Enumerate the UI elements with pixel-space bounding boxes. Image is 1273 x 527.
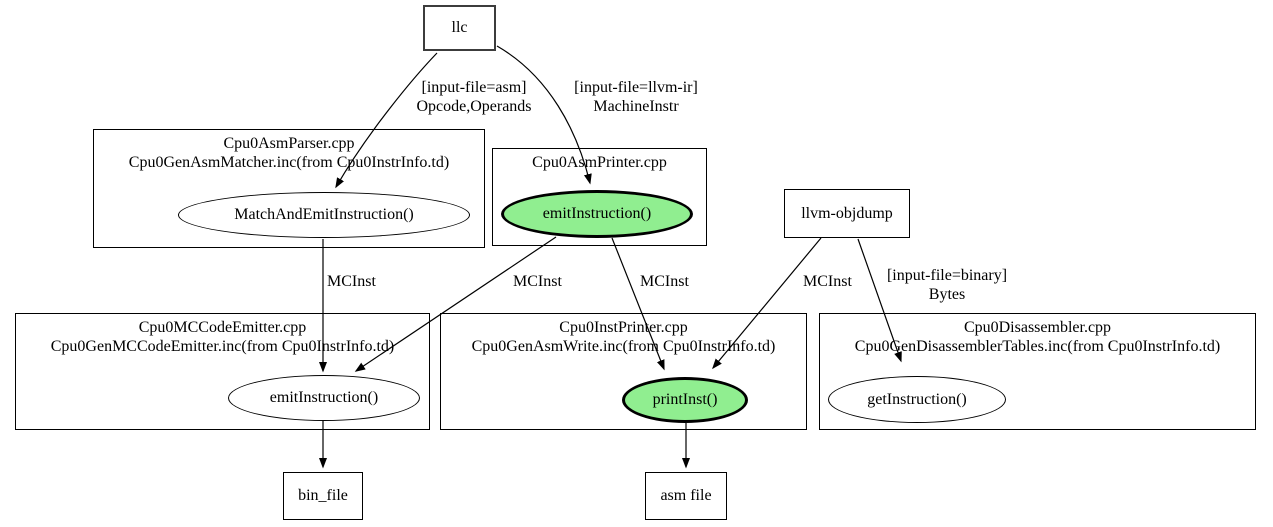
edge-label-input-file-asm: [input-file=asm] Opcode,Operands xyxy=(416,78,531,116)
node-disassembler-file2: Cpu0GenDisassemblerTables.inc(from Cpu0I… xyxy=(854,338,1221,355)
edge-label-mcinst-objdump: MCInst xyxy=(803,273,852,290)
node-asm-printer-file1: Cpu0AsmPrinter.cpp xyxy=(532,154,667,171)
node-get-instruction-label: getInstruction() xyxy=(867,390,967,408)
edge-label-input-file-asm-line2: Opcode,Operands xyxy=(416,98,532,115)
node-llvm-objdump: llvm-objdump xyxy=(784,189,910,238)
node-mc-code-emitter-file2: Cpu0GenMCCodeEmitter.inc(from Cpu0InstrI… xyxy=(50,338,395,355)
node-emit-instruction-mc-emitter: emitInstruction() xyxy=(228,375,420,421)
edge-label-input-file-binary-line2: Bytes xyxy=(928,286,966,303)
edge-label-input-file-llvm-ir: [input-file=llvm-ir] MachineInstr xyxy=(574,78,698,116)
node-print-inst-label: printInst() xyxy=(652,391,718,408)
edge-label-mcinst-asm-printer-emitter: MCInst xyxy=(513,273,562,290)
node-inst-printer-title: Cpu0InstPrinter.cpp Cpu0GenAsmWrite.inc(… xyxy=(441,314,806,356)
node-match-and-emit-instruction: MatchAndEmitInstruction() xyxy=(178,192,470,238)
node-disassembler-title: Cpu0Disassembler.cpp Cpu0GenDisassembler… xyxy=(820,314,1255,356)
node-mc-code-emitter-file1: Cpu0MCCodeEmitter.cpp xyxy=(138,319,307,336)
edge-label-input-file-llvm-ir-line1: [input-file=llvm-ir] xyxy=(574,79,698,96)
node-disassembler-file1: Cpu0Disassembler.cpp xyxy=(963,319,1112,336)
edge-label-input-file-binary-line1: [input-file=binary] xyxy=(886,267,1008,284)
node-inst-printer: Cpu0InstPrinter.cpp Cpu0GenAsmWrite.inc(… xyxy=(440,313,807,430)
node-emit-instruction-asm-printer-label: emitInstruction() xyxy=(542,205,652,222)
node-mc-code-emitter-title: Cpu0MCCodeEmitter.cpp Cpu0GenMCCodeEmitt… xyxy=(16,314,429,356)
node-asm-file: asm file xyxy=(645,472,727,520)
node-llvm-objdump-label: llvm-objdump xyxy=(801,204,893,222)
node-bin-file: bin_file xyxy=(283,472,363,520)
node-bin-file-label: bin_file xyxy=(298,487,348,504)
edge-label-mcinst-asm-printer-inst-printer: MCInst xyxy=(640,273,689,290)
node-emit-instruction-mc-emitter-label: emitInstruction() xyxy=(269,389,379,406)
node-emit-instruction-asm-printer: emitInstruction() xyxy=(501,190,693,238)
node-match-and-emit-instruction-label: MatchAndEmitInstruction() xyxy=(234,206,414,223)
node-print-inst: printInst() xyxy=(622,377,748,423)
edge-label-mcinst-asm-parser: MCInst xyxy=(327,273,376,290)
node-asm-parser-file1: Cpu0AsmParser.cpp xyxy=(223,135,355,152)
node-llc-label: llc xyxy=(451,19,468,36)
node-asm-parser-title: Cpu0AsmParser.cpp Cpu0GenAsmMatcher.inc(… xyxy=(94,130,484,172)
edge-label-input-file-asm-line1: [input-file=asm] xyxy=(421,79,527,96)
node-llc: llc xyxy=(423,5,496,51)
edge-label-input-file-llvm-ir-line2: MachineInstr xyxy=(593,98,679,115)
node-inst-printer-file2: Cpu0GenAsmWrite.inc(from Cpu0InstrInfo.t… xyxy=(471,338,776,355)
node-asm-printer-title: Cpu0AsmPrinter.cpp xyxy=(493,149,706,172)
node-asm-parser-file2: Cpu0GenAsmMatcher.inc(from Cpu0InstrInfo… xyxy=(128,154,450,171)
node-get-instruction: getInstruction() xyxy=(828,376,1006,423)
edge-label-input-file-binary: [input-file=binary] Bytes xyxy=(887,266,1007,304)
node-asm-file-label: asm file xyxy=(660,487,712,504)
node-inst-printer-file1: Cpu0InstPrinter.cpp xyxy=(559,319,688,336)
